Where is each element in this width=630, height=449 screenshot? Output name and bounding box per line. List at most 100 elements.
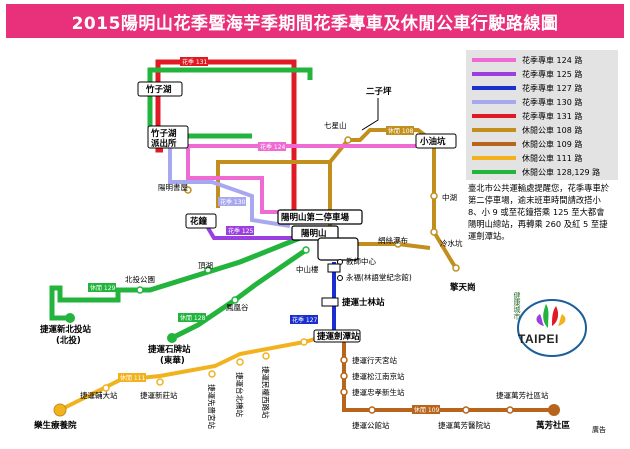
lengshuikeng-dot [430,228,438,236]
xinbeitou-label: 捷運新北投站 [40,324,92,335]
legend-label-125: 花季專車 125 路 [522,69,583,79]
legend-swatch-111 [472,156,516,160]
erziping-connector [361,98,379,131]
legend-label-124: 花季專車 124 路 [522,55,583,65]
legend-row-125: 花季專車 125 路 [472,68,582,80]
tamsui-label: 樂生療養院 [34,420,77,431]
zhonghu-dot [430,192,438,200]
stop-111-c-dot [236,358,244,366]
route-127-label-box [290,315,318,324]
erziping-label: 二子坪 [366,86,392,97]
route-128-upper-line [147,67,313,136]
shipai-label: 捷運石牌站 [148,344,191,355]
ad-label: 廣告 [592,426,606,434]
yangmingshan-terminal [291,225,339,241]
shilin-label: 捷運士林站 [342,297,385,308]
notice-text: 臺北市公共運輸處提醒您，花季專車於第二停車場，逾末班車時間請改搭小 8、小 9 … [468,183,610,241]
route-111-label-box [118,373,146,382]
yuanshan-label: 捷運台北橋站 [235,372,245,417]
route-125-line [206,226,298,240]
route-128-label-box [178,313,206,322]
route-130-label-box [218,197,246,206]
xinzhuang-label: 捷運新莊站 [140,390,178,400]
page-title: 2015陽明山花季暨海芋季期間花季專車及休閒公車行駛路線圖 [71,13,559,34]
logo-ring [517,299,587,357]
gongguan-label: 捷運公館站 [352,420,390,430]
legend-swatch-125 [472,72,516,76]
legend-label-128-129: 休閒公車 128,129 路 [522,167,601,177]
zhuzihu-box [137,81,183,97]
waterfall-label: 絹絲瀑布 [378,235,408,245]
legend-label-130: 花季專車 130 路 [522,97,583,107]
xinbeitou-dot [65,313,75,323]
stop-111-e-dot [156,378,164,386]
title-bar: 2015陽明山花季暨海芋季期間花季專車及休閒公車行駛路線圖 [6,4,624,38]
wanfang-area-label: 萬芳社區 [536,420,571,431]
stop-127-marker [327,263,341,273]
legend-row-127: 花季專車 127 路 [472,82,582,94]
dingping-label: 頂湖 [198,261,213,270]
route-111-label: 休閒 111 [120,374,146,382]
zhonghu-label: 中湖 [442,192,457,202]
route-127-label: 花季 127 [292,316,318,324]
yangming-bookhouse-dot [184,186,192,194]
route-129-label-box [88,283,116,292]
route-109-label: 休閒 109 [414,406,440,414]
flower-clock-label: 花鐘 [190,216,208,227]
route-108-label-box [386,126,414,135]
route-130-label: 花季 130 [220,198,246,206]
legend-swatch-130 [472,100,516,104]
wanfang-comm-label: 捷運萬芳社區站 [496,390,549,400]
wanfang-hosp-dot [462,406,470,414]
legend-label-127: 花季專車 127 路 [522,83,583,93]
legend-row-109: 休閒公車 109 路 [472,138,582,150]
route-128-label: 休閒 128 [180,314,206,322]
xiaoyoukeng-box [415,133,457,149]
xingtian-label: 捷運行天宮站 [352,355,397,365]
flower-clock-box [185,213,217,229]
route-129-line [49,235,301,321]
route-125-label: 花季 125 [228,227,254,235]
yangmingshan-label: 陽明山 [301,228,327,239]
route-124-label: 花季 124 [260,143,286,151]
route-108-label: 休閒 108 [388,127,414,135]
fenghuang-label: 鳳凰谷 [226,303,249,312]
tamsui-dot [53,403,67,417]
qixingshan-dot [344,136,352,144]
logo-text: TAIPEI [518,332,559,346]
xingtian-dot [340,356,348,364]
legend-label-111: 休閒公車 111 路 [522,153,583,163]
logo-subtitle: 健康城市 [513,292,521,320]
taipei-healthy-city-logo [517,299,587,357]
xinbeitou-sub-label: (北投) [56,335,81,346]
legend-swatch-109 [472,142,516,146]
beitou-park-dot [136,286,144,294]
zhuzihu-police-box [147,125,189,149]
route-109-label-box [412,405,440,414]
stop-111-d-dot [208,370,216,378]
minquan-label: 捷運民權西路站 [261,366,271,419]
fenghuang-dot [231,296,239,304]
zhuzihu-police-label-2: 派出所 [151,138,177,149]
route-124-south-line [186,146,286,214]
legend-swatch-127 [472,86,516,90]
zhuzihu-police-label: 竹子湖 [150,128,177,139]
zhongshan-lou-label: 中山樓 [296,264,319,274]
qixingshan-label: 七星山 [324,120,347,130]
gongguan-dot [368,406,376,414]
yongfu-dot [337,275,343,281]
songjiang-label: 捷運松江南京站 [352,371,405,381]
zhuzihu-label: 竹子湖 [145,84,172,95]
shipai-sub-label: (東華) [160,355,185,366]
zhongxiao-label: 捷運忠孝新生站 [352,387,405,397]
legend-label-131: 花季專車 131 路 [522,111,583,121]
route-129-label: 休閒 129 [90,284,116,292]
logo-leaf-purple [536,314,544,326]
legend-row-108: 休閒公車 108 路 [472,124,582,136]
route-131-line [155,59,297,222]
route-131-label: 花季 131 [182,58,208,66]
legend-swatch-124 [472,58,516,62]
yongfu-label: 永福(林語堂紀念館) [346,272,412,282]
xiandong-label: 捷運先嗇宮站 [207,384,217,429]
shipai-dot [167,333,177,343]
